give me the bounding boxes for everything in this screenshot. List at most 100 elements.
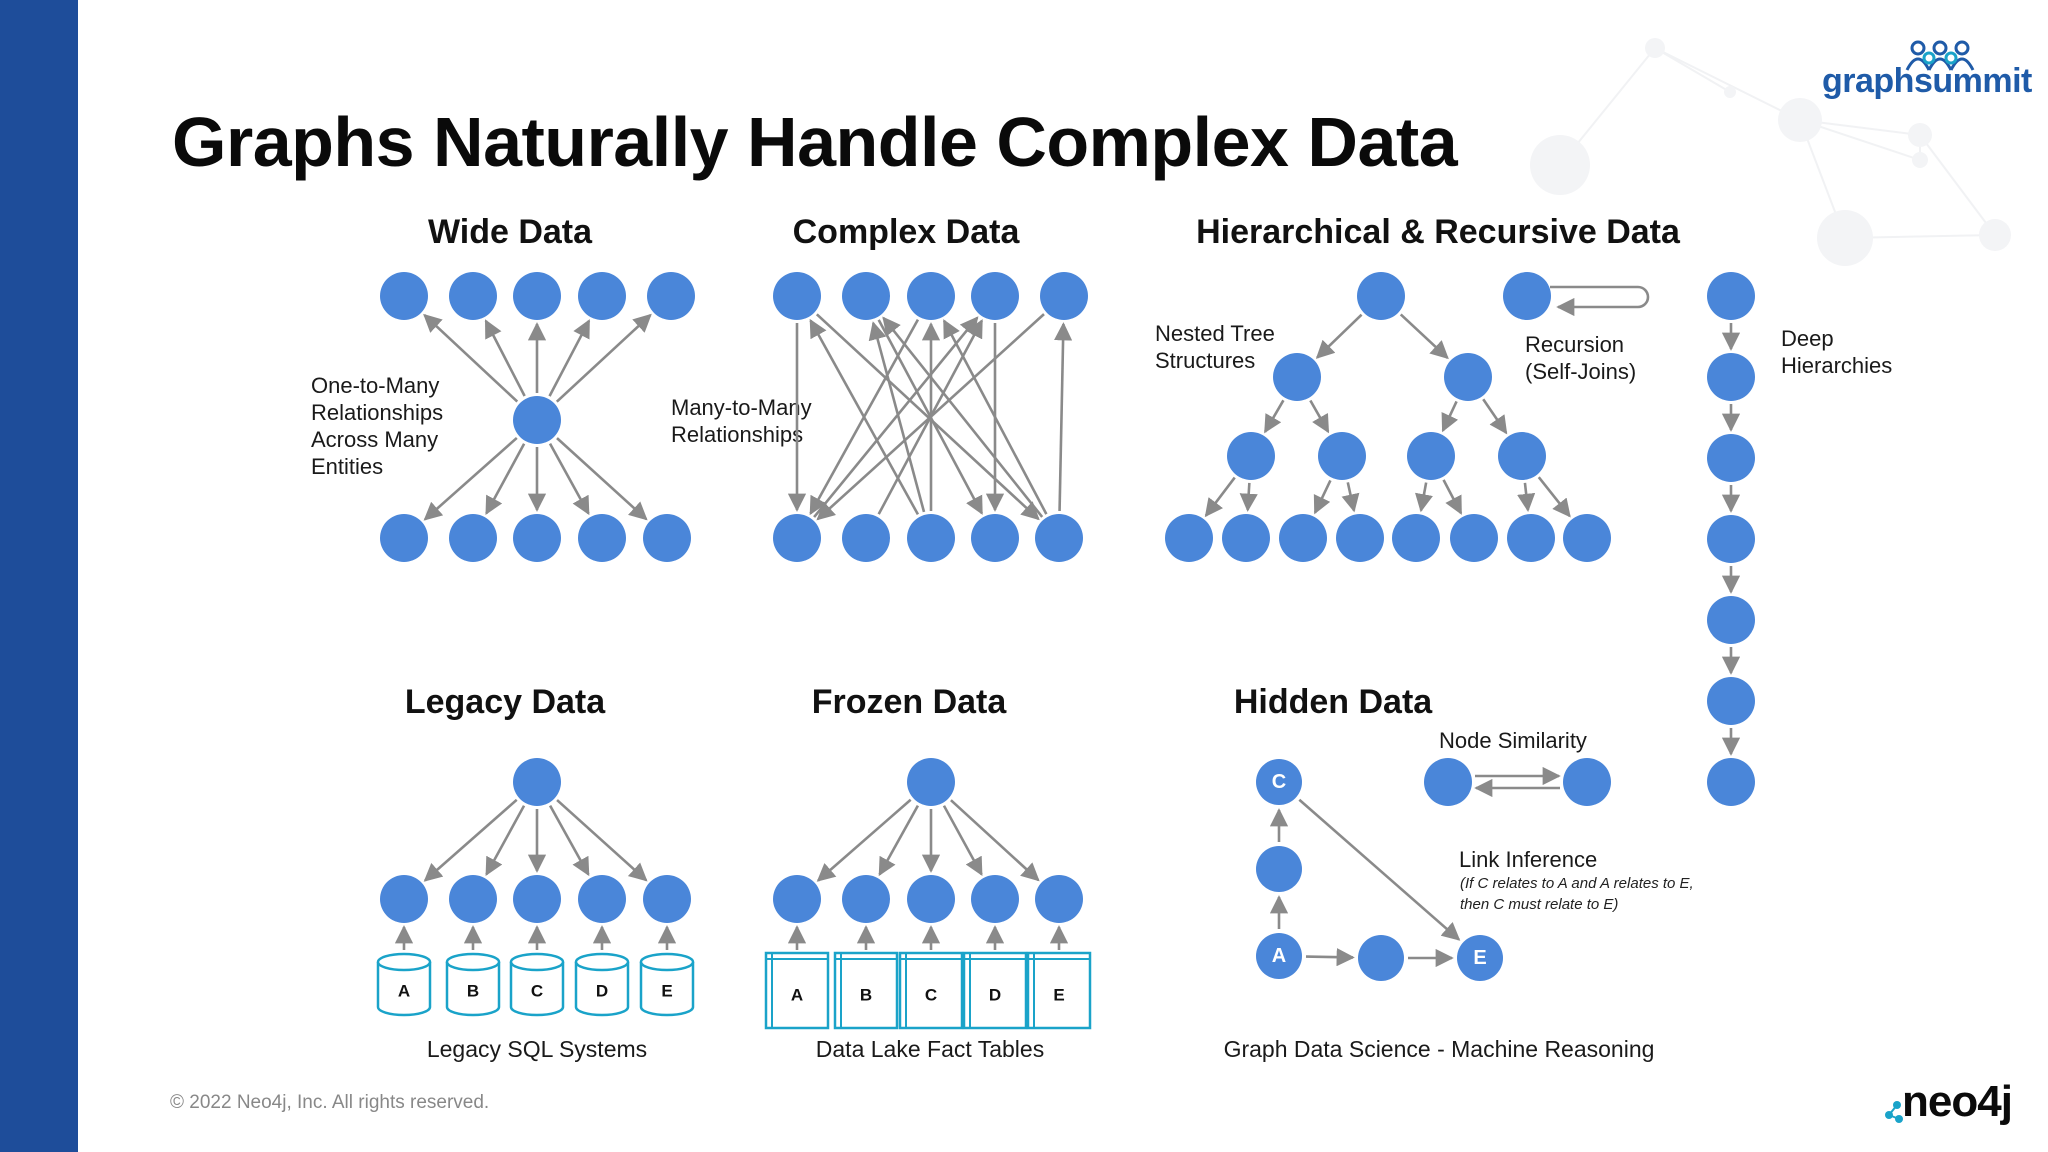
link-node: [1944, 51, 1958, 65]
person-body: [1927, 57, 1953, 71]
tree-edge: [1309, 399, 1330, 434]
complex-data-title: Complex Data: [792, 213, 1020, 251]
neo4j-link: [1888, 1114, 1900, 1120]
tree-edge: [1204, 476, 1236, 518]
tree-edge: [1415, 482, 1433, 513]
wide-top-node: [578, 272, 626, 320]
tree-edge: [1441, 400, 1459, 433]
legacy-table-node: [578, 875, 626, 923]
people-network-icon: [1905, 40, 1975, 71]
fact-table-label: C: [925, 986, 937, 1005]
tree-level2-node: [1318, 432, 1366, 480]
person-head: [1910, 40, 1926, 56]
wide-bottom-node: [643, 514, 691, 562]
wide-top-node: [513, 272, 561, 320]
complex-bottom-node: [971, 514, 1019, 562]
database-icon: [509, 952, 565, 1017]
complex-edge: [815, 313, 1040, 521]
fact-table-label: E: [1053, 986, 1064, 1005]
person-body: [1905, 57, 1931, 71]
database-top: [574, 952, 630, 972]
nested-tree-label: Nested Tree Structures: [1155, 321, 1275, 373]
frozen-edge: [942, 805, 983, 877]
wide-data-label: One-to-Many Relationships Across Many En…: [311, 373, 444, 479]
complex-top-node: [773, 272, 821, 320]
tree-edge: [1341, 482, 1360, 513]
tree-level2-node: [1498, 432, 1546, 480]
wide-bottom-node: [578, 514, 626, 562]
database-icon: [574, 952, 630, 1017]
frozen-edge: [816, 798, 912, 882]
database-body: [509, 962, 565, 1017]
database-label: E: [661, 982, 672, 1001]
legacy-table-node: [643, 875, 691, 923]
complex-data-label: Many-to-Many Relationships: [671, 395, 812, 447]
frozen-table-node: [907, 875, 955, 923]
fact-table-frame: [1026, 951, 1092, 1030]
tree-leaf-node: [1507, 514, 1555, 562]
deep-chain-node: [1707, 515, 1755, 563]
frozen-table-node: [1035, 875, 1083, 923]
complex-top-node: [907, 272, 955, 320]
node-e-label: E: [1473, 947, 1486, 969]
wide-top-node: [380, 272, 428, 320]
tree-leaf-node: [1165, 514, 1213, 562]
hidden-data-title: Hidden Data: [1233, 683, 1433, 721]
bg-node: [1530, 135, 1590, 195]
graph-data-science-caption: Graph Data Science - Machine Reasoning: [1223, 1036, 1655, 1062]
neo4j-logo: neo4j: [1902, 1077, 2013, 1126]
tree-level2-node: [1227, 432, 1275, 480]
deep-chain-node: [1707, 353, 1755, 401]
database-top: [639, 952, 695, 972]
link-inference-label: Link Inference: [1459, 847, 1598, 872]
tree-edge: [1442, 479, 1463, 515]
database-body: [445, 962, 501, 1017]
database-icon: [376, 952, 432, 1017]
bg-node: [1979, 219, 2011, 251]
tree-level1-node: [1273, 353, 1321, 401]
fact-table-frame: [898, 951, 964, 1030]
fact-table-icon: [764, 951, 830, 1030]
bg-node: [1912, 152, 1928, 168]
hidden-node: [1256, 846, 1302, 892]
wide-edge: [548, 319, 591, 397]
tree-edge: [1517, 482, 1536, 512]
frozen-table-node: [842, 875, 890, 923]
frozen-table-node: [773, 875, 821, 923]
complex-top-node: [971, 272, 1019, 320]
frozen-edge: [878, 804, 920, 877]
tree-leaf-node: [1450, 514, 1498, 562]
database-label: D: [596, 982, 608, 1001]
person-body: [1949, 57, 1975, 71]
link-inference-note: (If C relates to A and A relates to E, t…: [1460, 875, 1694, 913]
hidden-node-a: [1256, 933, 1302, 979]
database-body: [376, 962, 432, 1017]
hidden-node: [1358, 935, 1404, 981]
complex-edge: [1053, 322, 1073, 512]
fact-table-frame: [833, 951, 899, 1030]
bg-node: [1724, 86, 1736, 98]
wide-edge: [423, 313, 519, 403]
similarity-node: [1563, 758, 1611, 806]
bg-node: [1908, 123, 1932, 147]
person-head: [1932, 40, 1948, 56]
legacy-edge: [485, 805, 526, 877]
legacy-sql-caption: Legacy SQL Systems: [426, 1036, 648, 1062]
database-label: C: [531, 982, 543, 1001]
wide-edge: [423, 436, 518, 521]
tree-edge: [1239, 482, 1258, 512]
database-label: B: [467, 982, 479, 1001]
fact-table-label: D: [989, 986, 1001, 1005]
legacy-table-node: [513, 875, 561, 923]
database-icon: [639, 952, 695, 1017]
complex-edge: [882, 316, 1044, 518]
page-title: Graphs Naturally Handle Complex Data: [172, 103, 1458, 181]
tree-leaf-node: [1392, 514, 1440, 562]
complex-bottom-node: [907, 514, 955, 562]
fact-table-frame: [962, 951, 1028, 1030]
fact-table-frame: [764, 951, 830, 1030]
tree-level2-node: [1407, 432, 1455, 480]
